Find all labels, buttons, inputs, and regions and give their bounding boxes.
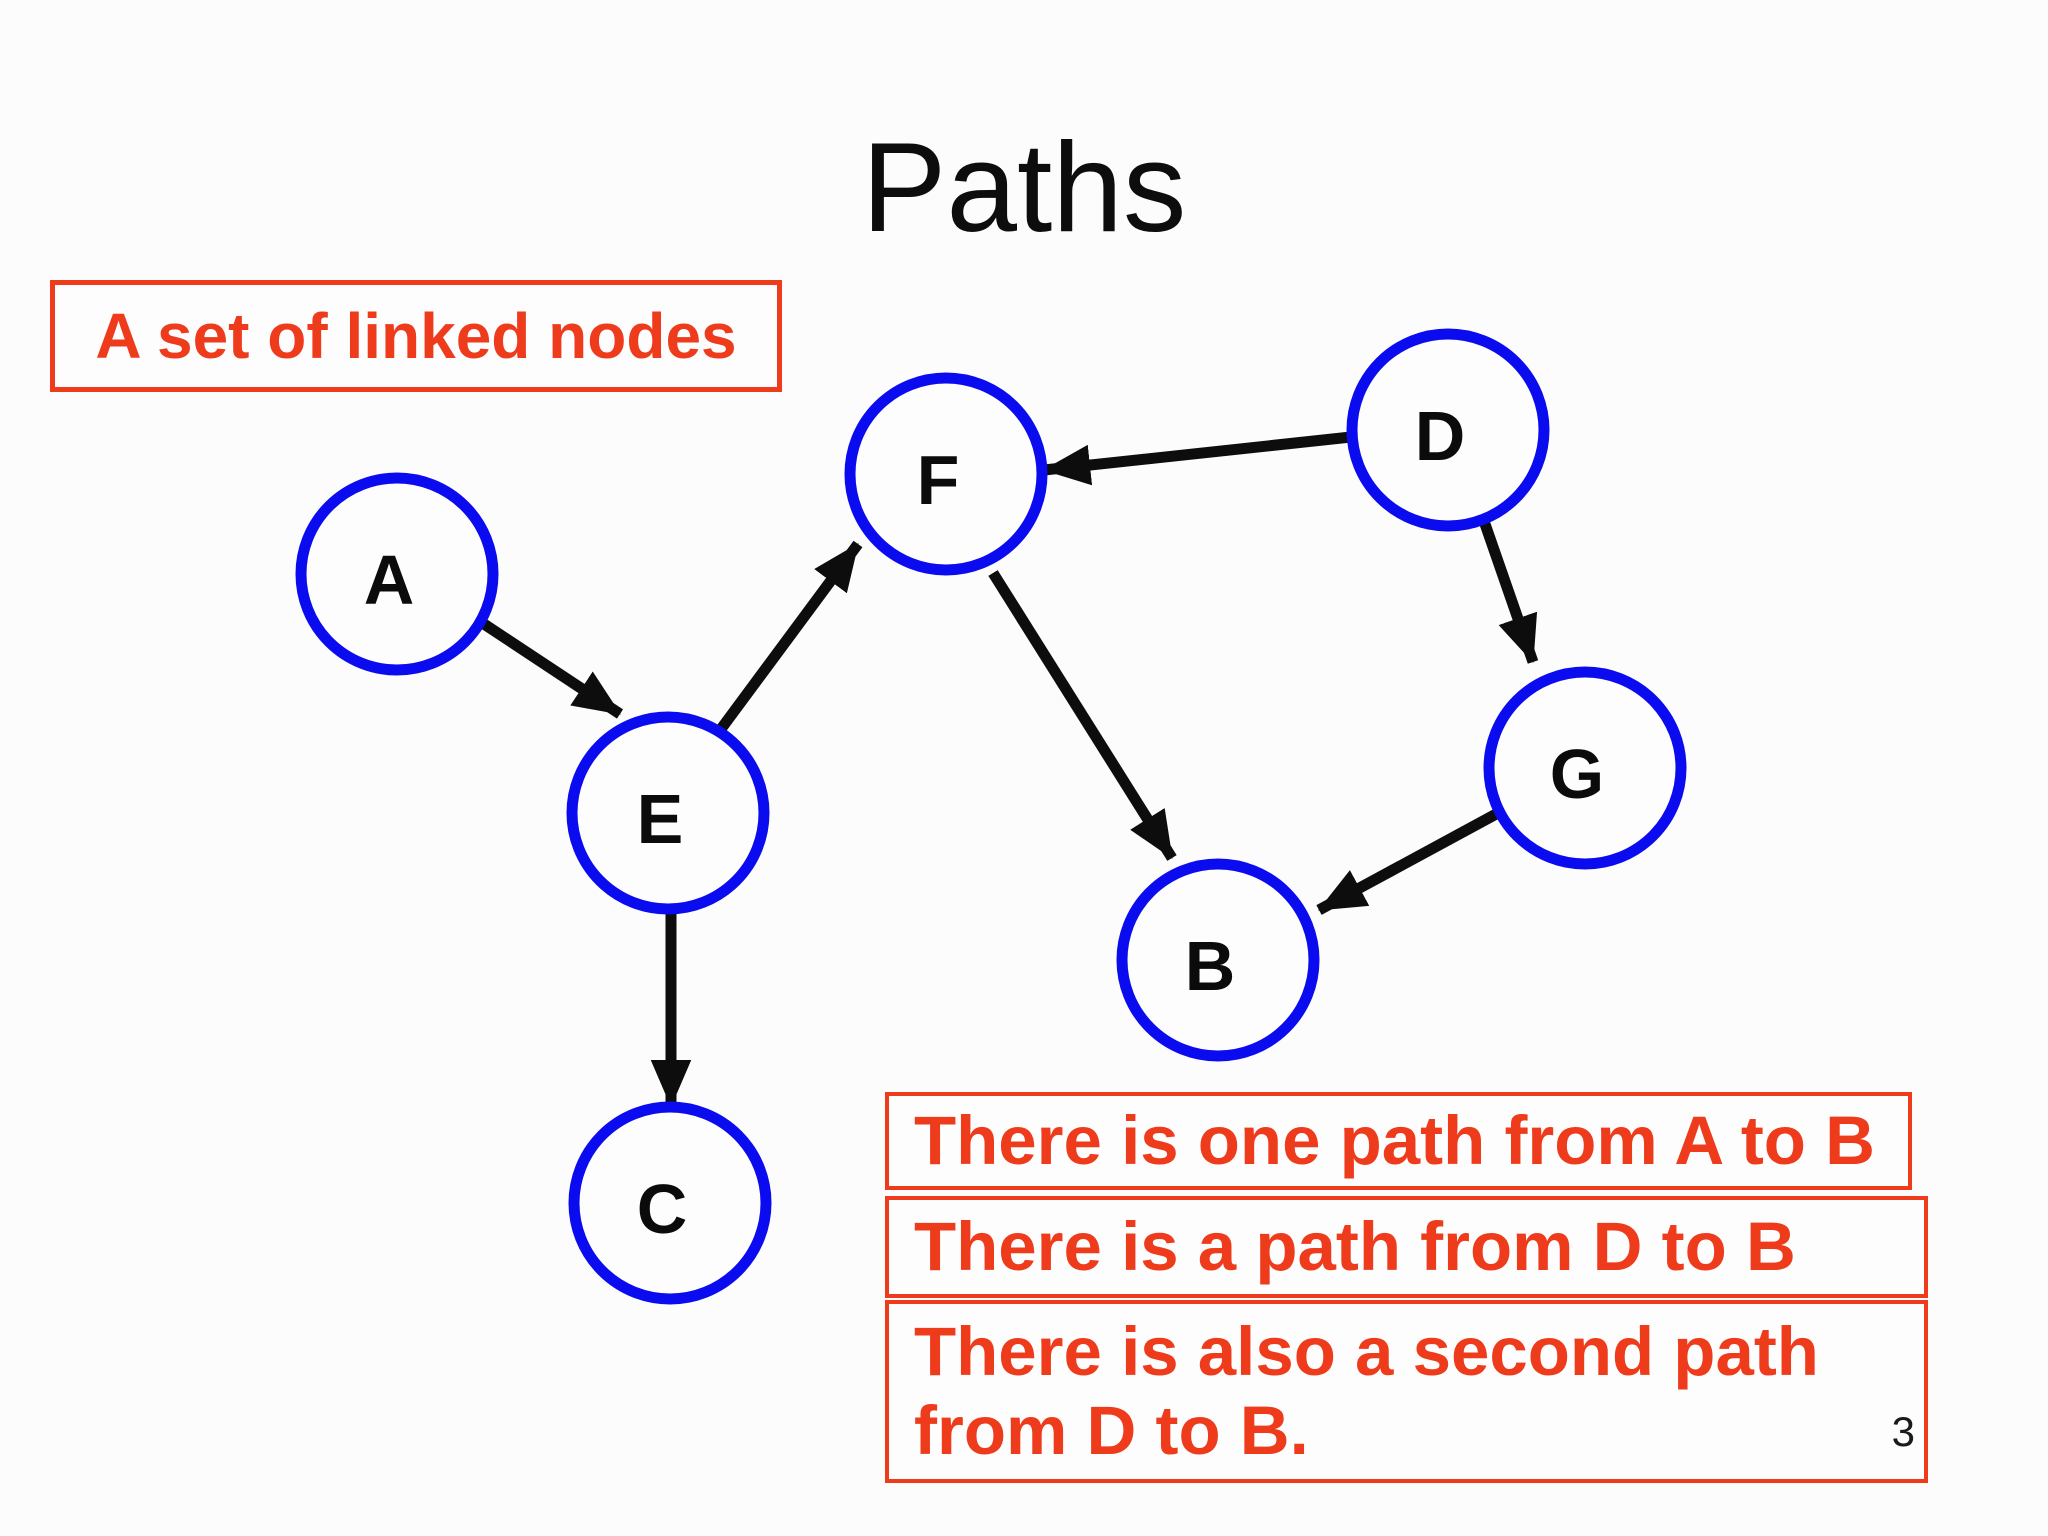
slide-title: Paths bbox=[861, 116, 1187, 258]
note-text: There is also a second path from D to B. bbox=[914, 1312, 1819, 1469]
node-C: C bbox=[568, 1101, 772, 1305]
note-text: There is a path from D to B bbox=[914, 1207, 1796, 1285]
node-G-circle bbox=[1483, 666, 1687, 870]
nodes-layer: A E C F D G B bbox=[295, 328, 1687, 1305]
node-C-circle bbox=[568, 1101, 772, 1305]
node-A: A bbox=[295, 472, 499, 676]
node-G-label: G bbox=[1550, 735, 1604, 813]
node-F: F bbox=[844, 372, 1048, 576]
node-B-circle bbox=[1116, 858, 1320, 1062]
node-D-label: D bbox=[1415, 397, 1466, 475]
node-D-circle bbox=[1346, 328, 1550, 532]
node-A-label: A bbox=[364, 541, 415, 619]
node-D: D bbox=[1346, 328, 1550, 532]
edge-F-B-arrow bbox=[988, 570, 1177, 861]
note-text: There is one path from A to B bbox=[914, 1101, 1875, 1179]
edge-A-E-arrow bbox=[480, 619, 624, 719]
edge-E-F-arrow bbox=[716, 540, 863, 733]
edge-G-B-arrow bbox=[1316, 808, 1501, 915]
edges-layer bbox=[480, 431, 1539, 1108]
node-E-label: E bbox=[637, 780, 684, 858]
node-C-label: C bbox=[637, 1170, 688, 1248]
edge-D-F-arrow bbox=[1042, 431, 1352, 486]
node-E-circle bbox=[566, 711, 770, 915]
node-E: E bbox=[566, 711, 770, 915]
node-B-label: B bbox=[1185, 927, 1236, 1005]
note-box-second-path-d-b: There is also a second path from D to B. bbox=[885, 1300, 1928, 1483]
note-box-path-d-b: There is a path from D to B bbox=[885, 1196, 1928, 1298]
page-number: 3 bbox=[1891, 1408, 1915, 1455]
callout-text: A set of linked nodes bbox=[95, 300, 737, 372]
callout-box-linked-nodes: A set of linked nodes bbox=[50, 280, 782, 392]
edge-D-G-arrow bbox=[1478, 519, 1539, 664]
node-F-label: F bbox=[917, 441, 960, 519]
node-B: B bbox=[1116, 858, 1320, 1062]
node-F-circle bbox=[844, 372, 1048, 576]
node-A-circle bbox=[295, 472, 499, 676]
note-box-one-path-a-b: There is one path from A to B bbox=[885, 1092, 1912, 1190]
node-G: G bbox=[1483, 666, 1687, 870]
